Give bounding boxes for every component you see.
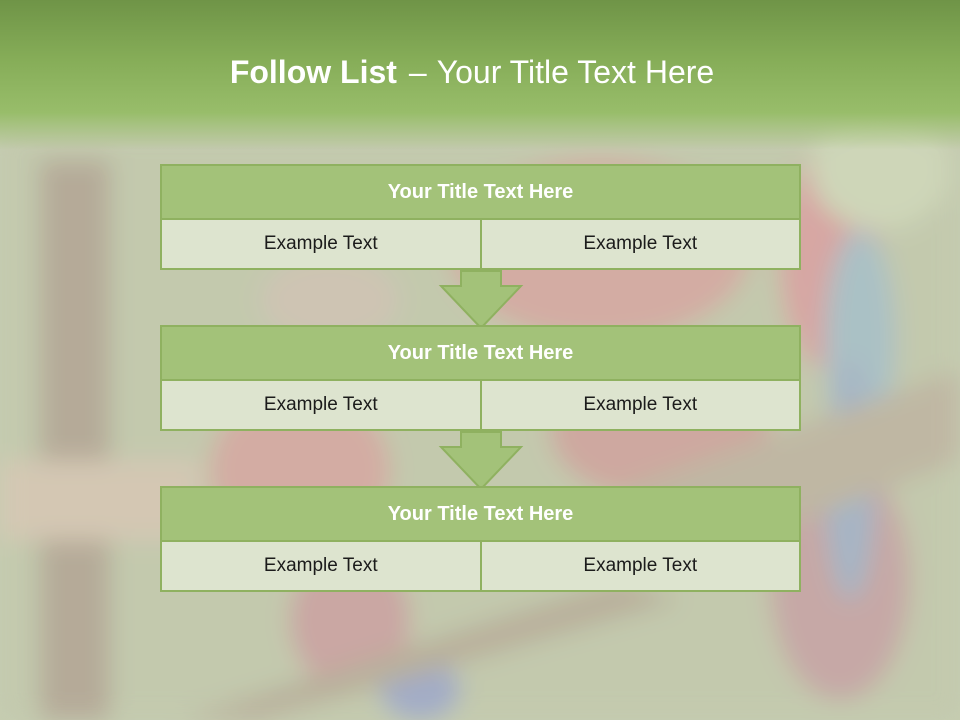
title-dash: –	[408, 54, 427, 90]
step-block-1: Your Title Text Here Example Text Exampl…	[160, 164, 801, 270]
step-cell-right: Example Text	[481, 381, 801, 431]
step-cell-left: Example Text	[160, 381, 482, 431]
header-band	[0, 0, 960, 150]
step-cells: Example Text Example Text	[160, 542, 801, 592]
step-block-2: Your Title Text Here Example Text Exampl…	[160, 325, 801, 431]
down-arrow-icon	[438, 270, 524, 330]
step-cells: Example Text Example Text	[160, 381, 801, 431]
step-title: Your Title Text Here	[160, 325, 801, 381]
step-cells: Example Text Example Text	[160, 220, 801, 270]
step-title: Your Title Text Here	[160, 164, 801, 220]
step-cell-left: Example Text	[160, 220, 482, 270]
step-cell-right: Example Text	[481, 220, 801, 270]
step-title: Your Title Text Here	[160, 486, 801, 542]
step-block-3: Your Title Text Here Example Text Exampl…	[160, 486, 801, 592]
title-rest: Your Title Text Here	[436, 54, 715, 90]
step-cell-right: Example Text	[481, 542, 801, 592]
down-arrow-icon	[438, 431, 524, 491]
title-bold-part: Follow List	[229, 54, 397, 90]
slide-title: Follow List–Your Title Text Here	[0, 54, 944, 91]
step-cell-left: Example Text	[160, 542, 482, 592]
